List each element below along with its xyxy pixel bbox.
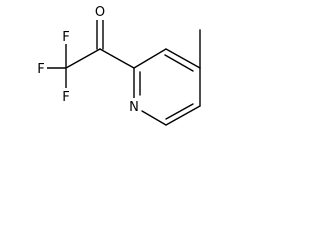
nitrogen-label: N	[129, 100, 139, 115]
ring-bond-c3-c4	[165, 48, 201, 69]
atom-labels: O F F F N	[35, 4, 141, 115]
fluorine-bottom-label-bg	[60, 88, 72, 104]
bond-cf3-carbonyl	[65, 48, 101, 69]
ring-bond-c6-n	[141, 110, 167, 126]
ring-bond-c2-c3	[133, 48, 167, 69]
ring-bond-c5-c6	[165, 105, 201, 126]
fluorine-bottom-label: F	[62, 90, 69, 105]
fluorine-left-label: F	[37, 62, 44, 77]
fluorine-top-label: F	[62, 30, 69, 45]
ring-bond-c4-c4-inner	[164, 54, 194, 72]
ring-bond-c5-c6-inner	[165, 103, 194, 120]
fluorine-top-label-bg	[60, 28, 72, 44]
oxygen-label: O	[95, 5, 105, 20]
chemical-structure-diagram: O F F F N	[35, 4, 201, 126]
oxygen-label-bg	[93, 4, 107, 20]
nitrogen-label-bg	[127, 98, 141, 114]
bond-carbonyl-ring	[99, 48, 135, 69]
bonds	[46, 19, 201, 126]
fluorine-left-label-bg	[35, 60, 47, 76]
